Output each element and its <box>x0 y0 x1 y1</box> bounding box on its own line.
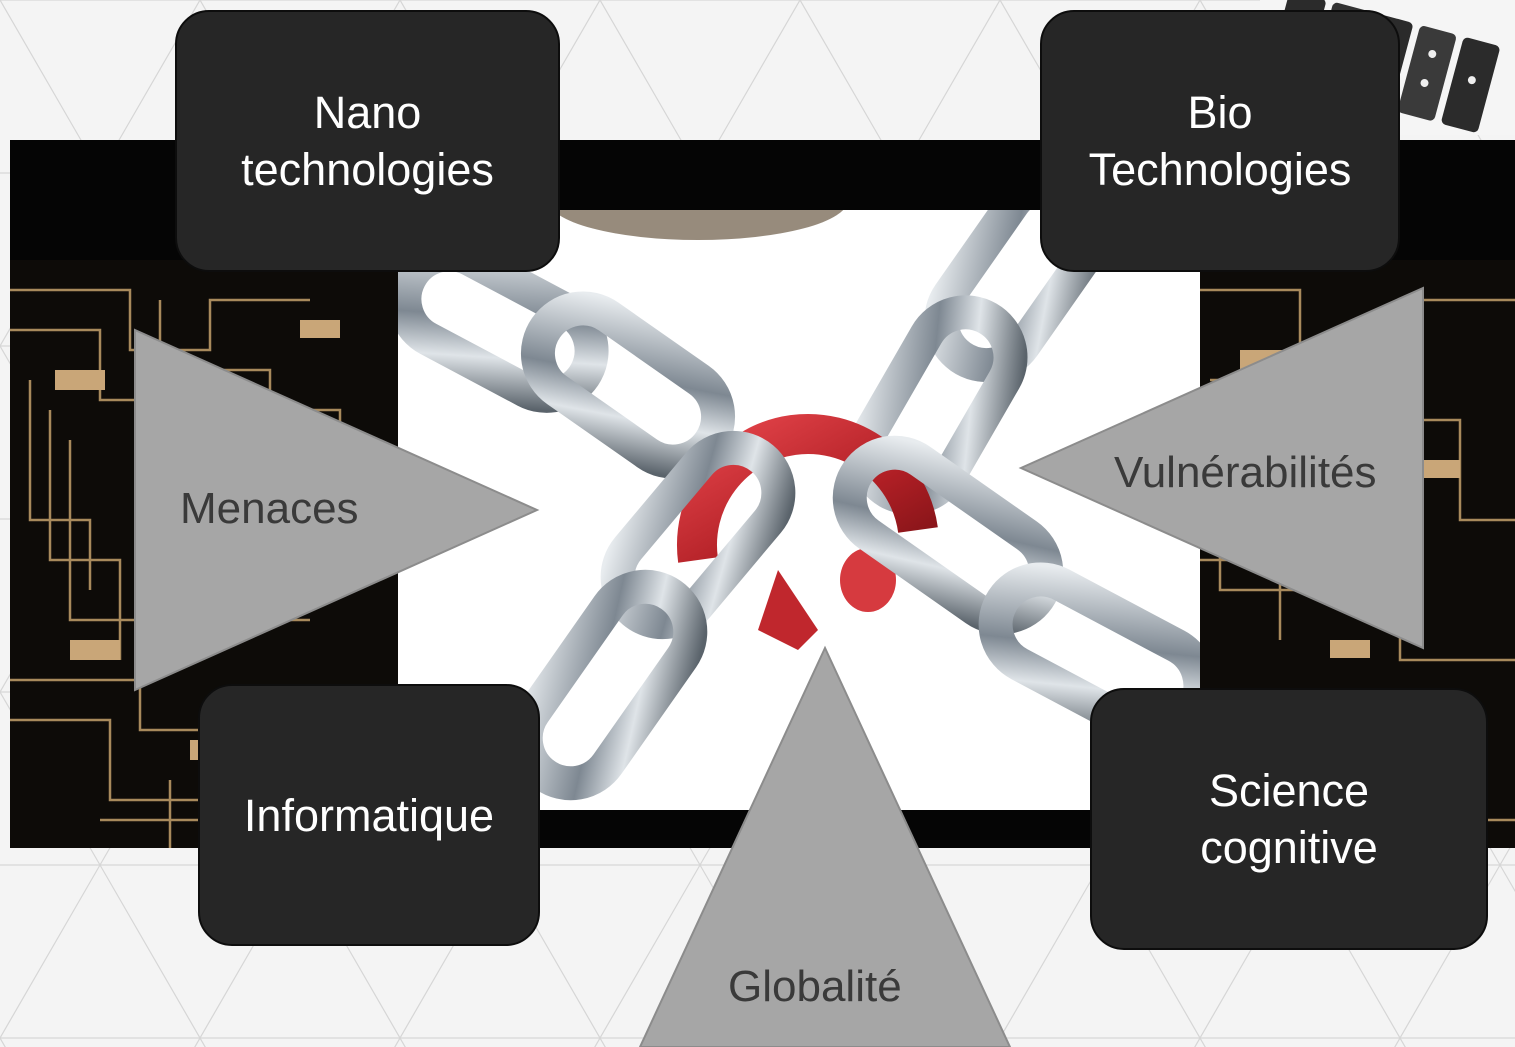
science-cognitive-label: Science cognitive <box>1200 765 1378 873</box>
nano-technologies-label: Nano technologies <box>241 87 494 195</box>
science-cognitive-box: Science cognitive <box>1090 688 1488 950</box>
globalite-label: Globalité <box>728 962 902 1011</box>
vulnerabilites-label: Vulnérabilités <box>1114 448 1377 497</box>
informatique-box: Informatique <box>198 684 540 946</box>
informatique-label: Informatique <box>243 789 495 841</box>
nano-technologies-box: Nano technologies <box>175 10 560 272</box>
bio-technologies-box: Bio Technologies <box>1040 10 1400 272</box>
bio-technologies-label: Bio Technologies <box>1088 87 1352 195</box>
menaces-label: Menaces <box>180 484 359 533</box>
